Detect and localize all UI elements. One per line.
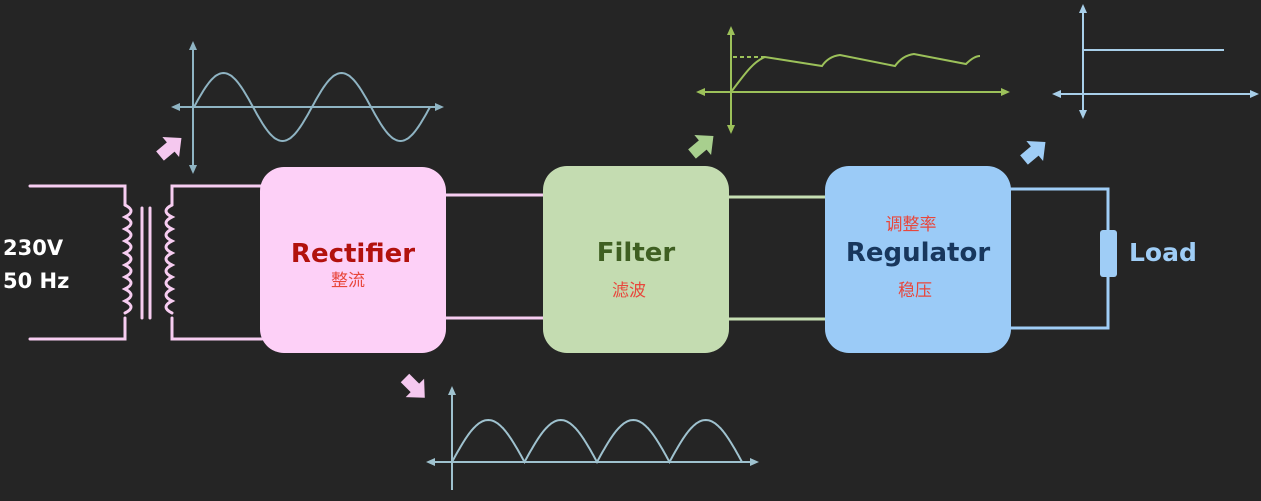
sine-x-arrow-right — [435, 103, 444, 111]
regulator-block: 调整率 Regulator 稳压 — [825, 166, 1011, 353]
filtered-wave — [730, 52, 981, 93]
input-frequency-label: 50 Hz — [3, 269, 70, 293]
secondary-coil — [164, 203, 176, 315]
sine-x-arrow-left — [171, 103, 180, 111]
dc-y-arrow-bottom — [1079, 110, 1087, 119]
regulator-title: Regulator — [845, 238, 991, 268]
input-voltage-label: 230V — [3, 236, 64, 260]
filtered-waveform-plot — [696, 26, 1010, 134]
transformer — [28, 184, 264, 341]
filtered-x-arrow-right — [1001, 88, 1010, 96]
filtered-x-arrow-left — [696, 88, 705, 96]
sine-wave — [193, 71, 431, 143]
pointer-arrow-filtered — [688, 135, 714, 159]
dc-y-arrow-top — [1079, 4, 1087, 13]
rectified-y-arrow-top — [448, 386, 456, 395]
sine-waveform-plot — [171, 41, 444, 174]
rectifier-note: 整流 — [331, 271, 365, 291]
rectifier-block: Rectifier 整流 — [260, 167, 446, 353]
wire-regulator-load-bottom — [1008, 277, 1110, 330]
pointer-arrow-rectified — [400, 373, 425, 398]
pointer-arrow-dc — [1020, 141, 1046, 165]
dc-x-arrow-left — [1052, 90, 1061, 98]
regulator-note-top: 调整率 — [885, 215, 937, 235]
regulator-note-bottom: 稳压 — [898, 281, 932, 301]
rectifier-title: Rectifier — [290, 239, 416, 269]
filter-note: 滤波 — [612, 281, 646, 301]
wire-regulator-load-top — [1008, 187, 1110, 230]
secondary-lead-bottom — [170, 316, 264, 341]
load-label: Load — [1129, 238, 1197, 267]
dc-waveform-plot — [1052, 4, 1259, 119]
sine-y-arrow-top — [189, 41, 197, 50]
primary-lead-bottom — [28, 316, 127, 341]
load-resistor — [1100, 230, 1117, 277]
rectified-wave — [451, 418, 743, 465]
filtered-y-arrow-bottom — [727, 125, 735, 134]
sine-y-arrow-bottom — [189, 165, 197, 174]
rectified-waveform-plot — [426, 386, 759, 490]
filter-title: Filter — [596, 238, 676, 268]
rectified-x-arrow-left — [426, 458, 435, 466]
primary-coil — [121, 203, 133, 315]
wires — [445, 187, 1110, 330]
rectified-x-arrow-right — [750, 458, 759, 466]
secondary-lead-top — [170, 184, 264, 207]
filtered-y-arrow-top — [727, 26, 735, 35]
dc-x-arrow-right — [1250, 90, 1259, 98]
filter-block: Filter 滤波 — [543, 166, 729, 353]
primary-lead-top — [28, 184, 127, 207]
pointer-arrow-sine — [156, 137, 182, 161]
